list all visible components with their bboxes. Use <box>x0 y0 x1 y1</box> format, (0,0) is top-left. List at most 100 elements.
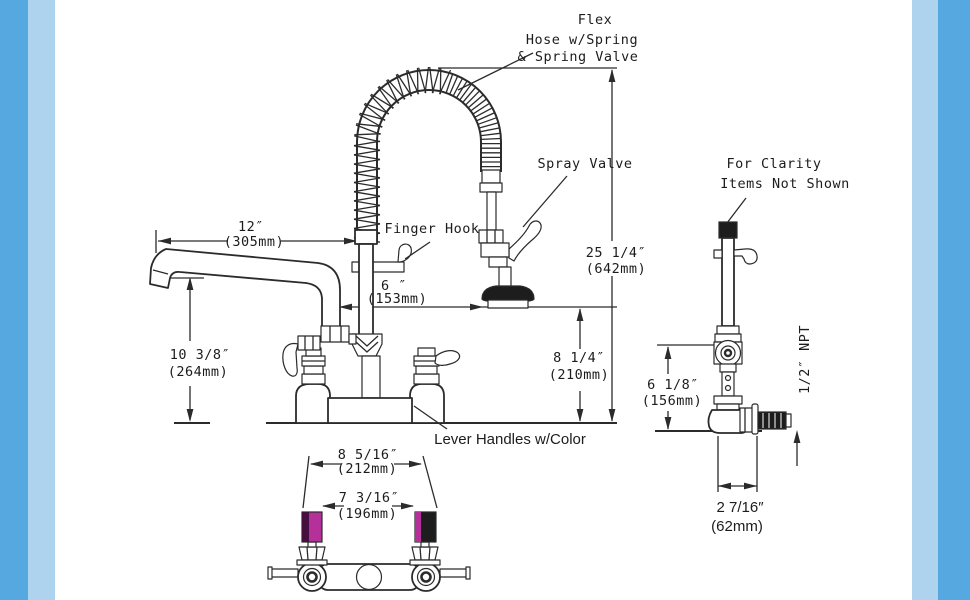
coil-rib <box>353 200 381 207</box>
clarity-label-1: For Clarity <box>727 156 822 172</box>
coil-rib <box>395 74 406 100</box>
drawing-shape <box>664 346 672 359</box>
coil-rib <box>474 107 493 118</box>
dim-spout-height-in: 10 3/8″ <box>170 347 230 363</box>
drawing-shape <box>415 365 438 375</box>
drawing-shape <box>186 277 194 290</box>
coil-rib <box>429 66 434 94</box>
coil-rib <box>358 113 383 128</box>
coil-rib <box>353 186 381 193</box>
dim-side-height-mm: (156mm) <box>642 393 702 409</box>
coil-rib <box>407 69 420 95</box>
coil-rib <box>363 103 386 122</box>
coil-rib <box>377 86 394 109</box>
drawing-shape <box>301 373 326 385</box>
clarity-leader <box>726 197 747 224</box>
faucet-body <box>282 333 461 424</box>
spray-collar <box>478 229 504 244</box>
coil-rib <box>353 223 381 230</box>
drawing-shape <box>307 541 317 548</box>
left-lever-front <box>282 342 299 377</box>
coil-rib <box>356 123 383 128</box>
side-riser-pipe <box>721 237 735 327</box>
coil-rib <box>424 66 430 94</box>
dim-spray-height-mm: (210mm) <box>549 367 609 383</box>
left-border-dark <box>0 0 28 600</box>
coil-rib <box>353 140 381 147</box>
lever-leader <box>413 405 448 430</box>
drawing-shape <box>298 546 326 561</box>
front-view <box>149 66 542 424</box>
coil-rib <box>353 158 381 165</box>
dim-wall-offset-in: 2 7/16″ <box>716 499 764 516</box>
lever-handle-left <box>301 511 323 543</box>
spray-valve-assembly <box>478 169 542 309</box>
coil-rib <box>353 195 381 202</box>
flex-leader <box>457 52 534 91</box>
drawing-shape <box>744 482 757 490</box>
ext-line <box>302 455 310 509</box>
coil-rib <box>353 149 381 156</box>
coil-rib <box>353 145 381 151</box>
drawing-shape <box>186 409 194 422</box>
drawing-shape <box>417 347 436 357</box>
drawing-shape <box>608 69 616 82</box>
wall-flange <box>751 403 759 435</box>
drawing-shape <box>718 482 731 490</box>
coil-rib <box>387 78 406 100</box>
coil-rib <box>353 163 381 170</box>
spray-valve-label: Spray Valve <box>538 156 633 172</box>
finger-hook-label: Finger Hook <box>385 221 480 237</box>
labels: Flex Hose w/Spring & Spring Valve Spray … <box>168 12 849 535</box>
finger-hook-leader <box>404 241 431 260</box>
check-valve <box>297 335 321 351</box>
coil-rib <box>370 93 394 109</box>
drawing-shape <box>724 374 732 382</box>
spring-base-fitting <box>354 229 378 245</box>
coil-rib <box>353 154 381 161</box>
dim-handle-span-mm: (196mm) <box>337 506 397 522</box>
drawing-shape <box>303 365 324 375</box>
center-column <box>361 355 381 399</box>
spring-coils <box>353 66 501 243</box>
dim-overall-height-in: 25 1/4″ <box>586 245 646 261</box>
coil-rib <box>353 181 381 188</box>
drawing-shape <box>296 559 328 566</box>
drawing-shape <box>322 502 335 510</box>
coil-rib <box>472 102 490 115</box>
drawing-shape <box>608 409 616 422</box>
drawing-shape <box>302 512 309 542</box>
dim-spout-length-in: 12″ <box>238 219 264 235</box>
drawing-shape <box>479 182 503 193</box>
coil-rib <box>480 127 500 133</box>
center-port <box>355 563 383 591</box>
drawing-shape <box>306 571 318 583</box>
coil-rib <box>355 124 381 136</box>
drawing-shape <box>723 348 733 358</box>
finger-hook-side <box>733 248 758 265</box>
nipple-end <box>785 413 792 428</box>
drawing-shape <box>713 395 743 405</box>
coil-rib <box>353 168 381 174</box>
right-border-light <box>912 0 939 600</box>
lever-handles-label: Lever Handles w/Color <box>434 431 586 448</box>
dim-side-height-in: 6 1/8″ <box>647 377 699 393</box>
coil-rib <box>476 112 495 122</box>
left-pipe-stub <box>270 568 299 578</box>
leader-lines <box>404 52 747 430</box>
right-lever-front <box>434 350 461 366</box>
drawing-shape <box>470 303 483 311</box>
coil-rib <box>431 67 441 94</box>
drawing-shape <box>409 559 441 566</box>
dim-center-width-mm: (212mm) <box>337 461 397 477</box>
drawing-shape <box>793 430 801 443</box>
dim-spout-height-mm: (264mm) <box>168 364 228 380</box>
drawing-shape <box>358 243 374 337</box>
squeeze-lever <box>508 220 542 262</box>
spray-tube <box>486 191 497 231</box>
drawing-shape <box>419 546 422 561</box>
coil-rib <box>445 74 454 93</box>
coil-rib <box>452 78 463 96</box>
